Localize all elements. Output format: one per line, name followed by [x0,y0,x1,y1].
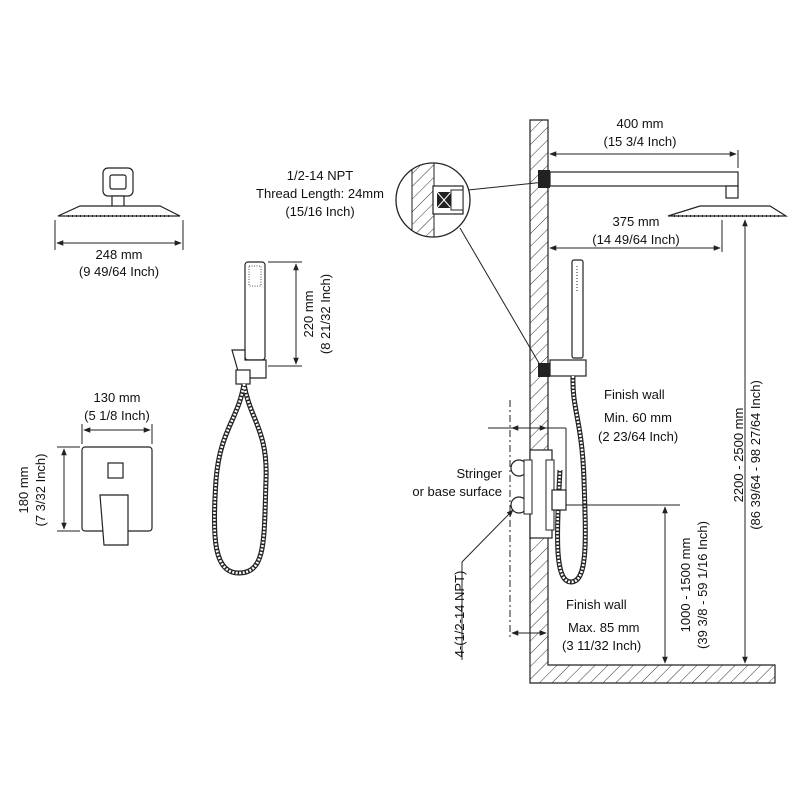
valve-plate-width-in: (5 1/8 Inch) [84,408,150,423]
valve-body-view [461,400,680,660]
shower-head-plate [57,205,181,217]
shower-head-width-in: (9 49/64 Inch) [79,264,159,279]
handheld-height-in: (8 21/32 Inch) [318,274,333,354]
thread-spec: 1/2-14 NPT [287,168,354,183]
outlet-wall-flange [538,363,550,377]
finish-wall-max-mm: Max. 85 mm [568,620,640,635]
stringer-label-2: or base surface [412,484,502,499]
finish-wall-max-label: Finish wall [566,597,627,612]
arm-length-mm: 400 mm [617,116,664,131]
arm-wall-flange [538,170,550,188]
head-height-in: (86 39/64 - 98 27/64 Inch) [748,380,763,530]
valve-height-in: (39 3/8 - 59 1/16 Inch) [695,521,710,649]
finish-wall-min-in: (2 23/64 Inch) [598,429,678,444]
handheld-holder-outlet [549,359,587,377]
handheld-spray-face [248,265,262,287]
finish-wall-min-label: Finish wall [604,387,665,402]
arm-reach-in: (14 49/64 Inch) [592,232,679,247]
arm-reach-mm: 375 mm [613,214,660,229]
thread-length-in: (15/16 Inch) [285,204,354,219]
wall-and-floor [529,119,776,684]
shower-head-view: 248 mm (9 49/64 Inch) [54,167,184,279]
valve-plate-view: 130 mm (5 1/8 Inch) 180 mm (7 3/32 Inch) [16,390,153,546]
stringer-label: Stringer [456,466,502,481]
arm-length-in: (15 3/4 Inch) [604,134,677,149]
valve-plate-height-in: (7 3/32 Inch) [33,454,48,527]
finish-wall-max-in: (3 11/32 Inch) [562,638,641,653]
installed-hose [555,375,588,585]
valve-plate-indicator [107,462,124,479]
ports-label: 4-(1/2-14 NPT) [452,571,467,658]
right-shower-head [667,205,789,217]
thread-detail-circle [395,162,471,238]
valve-handle [99,494,129,546]
shower-head-mount-inner [109,174,127,190]
shower-head-width-mm: 248 mm [96,247,143,262]
installed-handheld-body [571,259,584,359]
ports-leader [461,509,514,563]
valve-height-mm: 1000 - 1500 mm [678,538,693,633]
thread-detail-leader [459,227,544,371]
thread-length: Thread Length: 24mm [256,186,384,201]
shower-arm-view: 400 mm (15 3/4 Inch) 375 mm (14 49/64 In… [538,116,789,252]
wall-section [529,119,776,684]
shower-arm [549,171,739,187]
head-height-mm: 2200 - 2500 mm [731,408,746,503]
handheld-height-mm: 220 mm [301,291,316,338]
valve-plate-width-mm: 130 mm [94,390,141,405]
valve-plate-height-mm: 180 mm [16,467,31,514]
installed-handheld-view [538,259,588,585]
finish-wall-min-mm: Min. 60 mm [604,410,672,425]
handheld-shower-view: 220 mm (8 21/32 Inch) [211,261,333,576]
handheld-connector [235,369,251,385]
thread-detail-view: 1/2-14 NPT Thread Length: 24mm (15/16 In… [256,162,546,371]
handheld-hose [211,383,269,576]
